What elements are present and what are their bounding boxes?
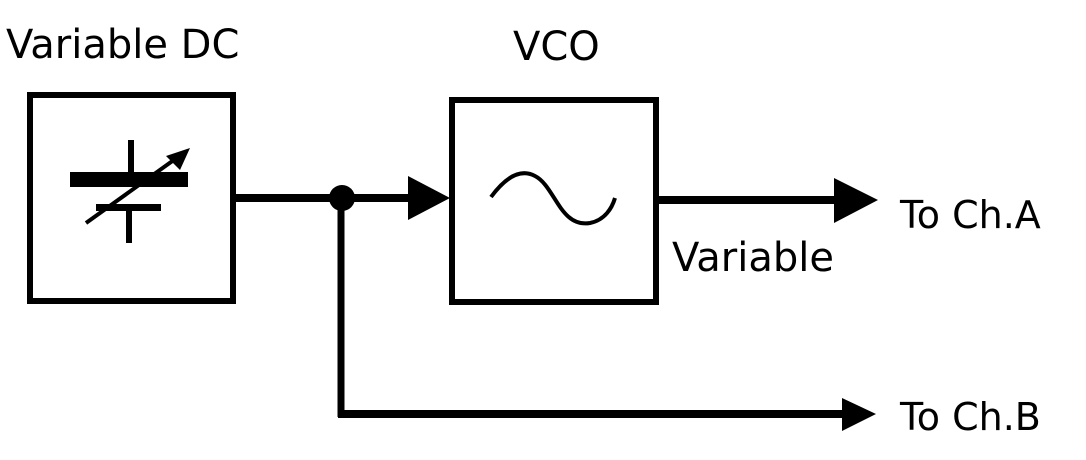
sine-wave-icon [489,171,617,226]
variable-capacitor-icon [70,140,190,243]
variable-dc-label: Variable DC [6,22,239,68]
vco-block [449,97,659,305]
arrow-into-vco-icon [408,176,450,220]
arrow-to-ch-b-icon [842,398,876,431]
to-ch-a-label: To Ch.A [899,193,1041,237]
variable-output-label: Variable [672,235,834,281]
arrow-to-ch-a-icon [834,178,878,223]
vco-label: VCO [513,24,600,70]
variable-dc-block [27,92,236,304]
to-ch-b-label: To Ch.B [899,395,1041,439]
